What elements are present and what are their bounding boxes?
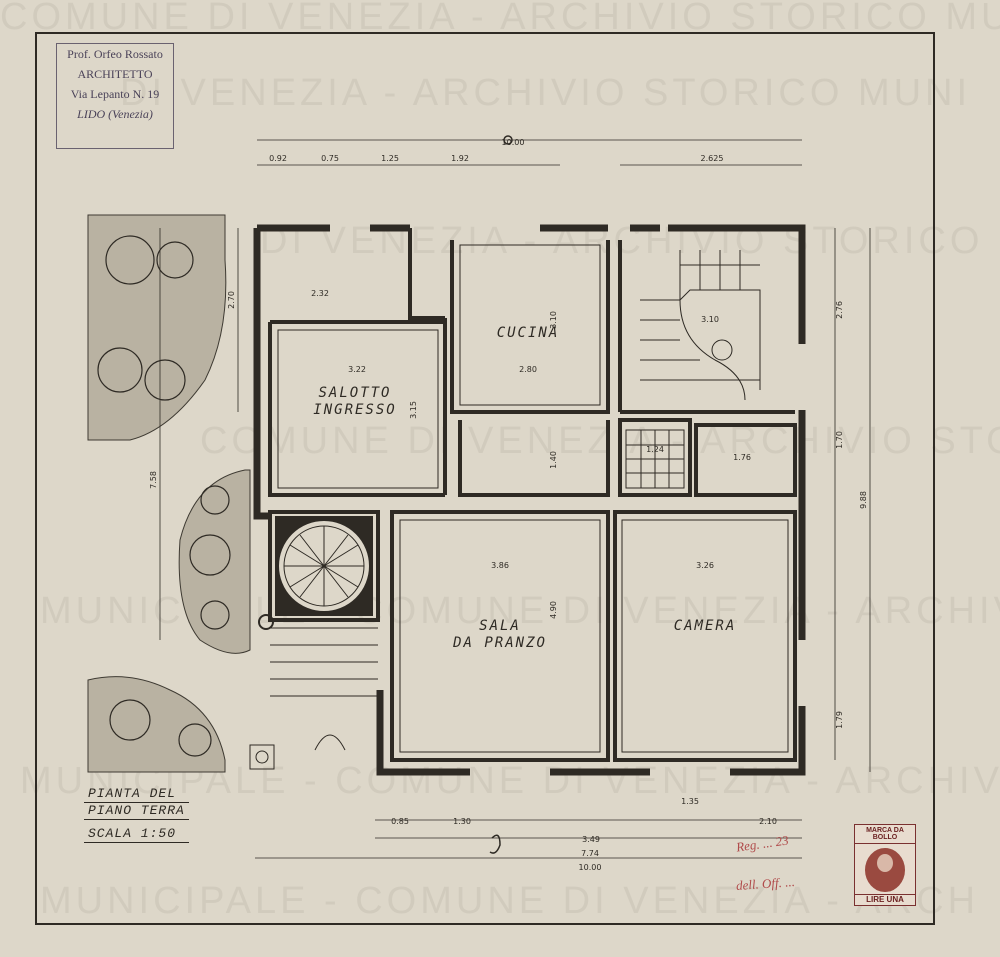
architect-address: Via Lepanto N. 19 bbox=[70, 87, 160, 101]
dim-label: 0.75 bbox=[321, 154, 339, 163]
dim-label: 3.15 bbox=[409, 401, 418, 419]
dim-label: 1.40 bbox=[549, 451, 558, 469]
dim-total-top: 10.00 bbox=[502, 138, 525, 147]
watermark-line: COMUNE DI VENEZIA - ARCHIVIO STORICO bbox=[200, 420, 1000, 462]
exterior-walls bbox=[253, 224, 806, 776]
dim-label: 3.10 bbox=[549, 311, 558, 329]
dim-label: 7.58 bbox=[149, 471, 158, 489]
dim-label: 0.92 bbox=[269, 154, 287, 163]
dim-label: 2.80 bbox=[519, 365, 537, 374]
dim-total-bottom: 10.00 bbox=[579, 863, 602, 872]
title-line-2: PIANO TERRA bbox=[84, 803, 189, 820]
room-label-sala-2: DA PRANZO bbox=[452, 635, 547, 651]
watermark-line: MUNICIPALE - COMUNE DI VENEZIA - ARCH bbox=[40, 880, 980, 922]
dim-label: 3.49 bbox=[582, 835, 600, 844]
revenue-stamp-top: MARCA DA BOLLO bbox=[855, 825, 915, 844]
architect-name: Prof. Orfeo Rossato bbox=[67, 47, 163, 61]
title-line-1: PIANTA DEL bbox=[84, 786, 189, 803]
section-mark-icon bbox=[489, 135, 513, 854]
dim-label: 1.76 bbox=[733, 453, 751, 462]
dim-label: 3.10 bbox=[701, 315, 719, 324]
room-label-salotto: SALOTTO bbox=[318, 385, 391, 401]
sheet-border bbox=[35, 32, 935, 925]
inner-outlines bbox=[277, 244, 789, 753]
dim-label: 1.24 bbox=[646, 445, 664, 454]
dim-label: 2.32 bbox=[311, 289, 329, 298]
dim-label: 4.90 bbox=[549, 601, 558, 619]
title-block: PIANTA DEL PIANO TERRA SCALA 1:50 bbox=[84, 786, 189, 843]
dim-label: 3.22 bbox=[348, 365, 366, 374]
dim-label: 2.76 bbox=[835, 301, 844, 319]
garden-ornament bbox=[87, 214, 251, 773]
room-label-sala: SALA bbox=[479, 618, 521, 634]
room-label-cucina: CUCINA bbox=[497, 325, 560, 341]
dim-label: 0.85 bbox=[391, 817, 409, 826]
staircase bbox=[640, 250, 761, 401]
vestibule-tiles bbox=[258, 516, 373, 630]
dim-label: 1.35 bbox=[681, 797, 699, 806]
watermark-line: COMUNE DI VENEZIA - ARCHIVIO STORICO MUN… bbox=[0, 0, 1000, 38]
architect-city: LIDO (Venezia) bbox=[77, 107, 153, 121]
dim-label: 1.30 bbox=[453, 817, 471, 826]
dim-label: 1.25 bbox=[381, 154, 399, 163]
scale-label: SCALA 1:50 bbox=[84, 826, 189, 843]
dimension-lines bbox=[159, 139, 871, 859]
dim-label: 2.10 bbox=[759, 817, 777, 826]
dim-label: 2.70 bbox=[227, 291, 236, 309]
dim-label: 3.26 bbox=[696, 561, 714, 570]
dim-label: 1.70 bbox=[835, 431, 844, 449]
dim-label: 9.88 bbox=[859, 491, 868, 509]
revenue-stamp-bottom: LIRE UNA bbox=[855, 894, 915, 904]
ornament-swirls bbox=[97, 235, 231, 757]
architect-title: ARCHITETTO bbox=[77, 67, 153, 81]
dim-label: 1.79 bbox=[835, 711, 844, 729]
entrance-steps bbox=[249, 627, 378, 770]
interior-walls bbox=[268, 228, 797, 762]
revenue-stamp: MARCA DA BOLLO LIRE UNA bbox=[854, 824, 916, 906]
dim-label: 3.86 bbox=[491, 561, 509, 570]
watermark-line: DI VENEZIA - ARCHIVIO STORICO MUNI bbox=[120, 72, 972, 114]
dim-label: 2.625 bbox=[701, 154, 724, 163]
architect-stamp: Prof. Orfeo Rossato ARCHITETTO Via Lepan… bbox=[56, 43, 174, 149]
dim-label: 7.74 bbox=[581, 849, 599, 858]
hall-tiles bbox=[625, 429, 685, 489]
dim-label: 1.92 bbox=[451, 154, 469, 163]
room-label-salotto-2: INGRESSO bbox=[313, 402, 396, 418]
portrait-icon bbox=[865, 848, 905, 892]
room-label-camera: CAMERA bbox=[674, 618, 737, 634]
